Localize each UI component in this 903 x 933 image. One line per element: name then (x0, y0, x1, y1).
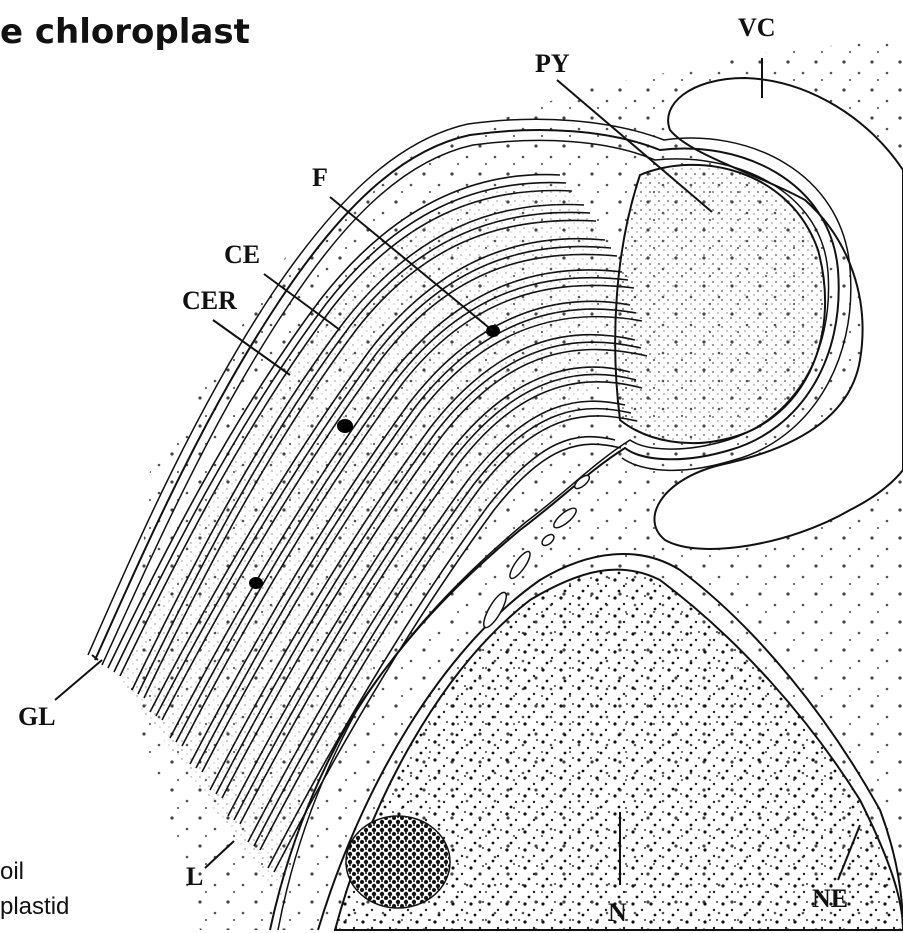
label-f: F (312, 163, 328, 192)
label-n: N (608, 898, 627, 927)
label-cer: CER (182, 286, 237, 315)
label-ne: NE (812, 884, 848, 913)
label-ce: CE (224, 240, 260, 269)
nucleolus (346, 816, 450, 908)
label-py: PY (535, 49, 570, 78)
label-l: L (186, 862, 203, 891)
lipid-droplet-3 (249, 577, 263, 589)
lipid-droplet-2 (337, 419, 353, 433)
label-gl: GL (18, 702, 56, 731)
label-vc: VC (738, 13, 776, 42)
